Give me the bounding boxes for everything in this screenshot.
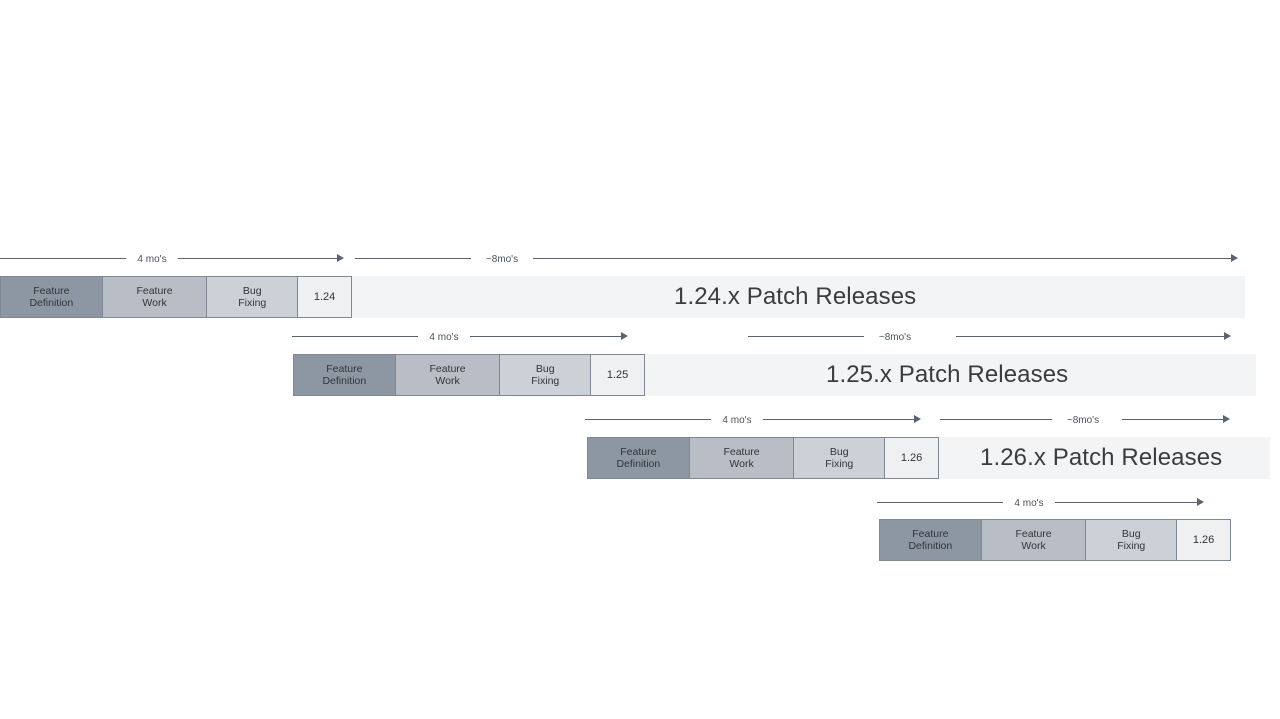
phase-feature-work-2[interactable]: Feature Work: [395, 355, 501, 395]
duration-label-patch-1: ~8mo's: [485, 254, 519, 265]
arrow-head-icon: [337, 254, 344, 262]
version-box-3[interactable]: 1.26: [885, 438, 938, 478]
duration-label-patch-3: ~8mo's: [1066, 415, 1100, 426]
phase-label-line2: Work: [142, 297, 167, 309]
phase-group-2: Feature Definition Feature Work Bug Fixi…: [293, 354, 645, 396]
phase-label-line2: Definition: [908, 540, 953, 552]
phase-feature-work-3[interactable]: Feature Work: [689, 438, 795, 478]
measure-line-right: [956, 336, 1225, 337]
duration-measure-patch-3: ~8mo's: [940, 411, 1240, 429]
measure-line-right: [763, 419, 915, 420]
phase-label-line1: Feature: [136, 284, 173, 297]
duration-label-dev-4: 4 mo's: [1014, 498, 1044, 509]
phase-label-line2: Definition: [29, 297, 74, 309]
measure-line-right: [1122, 419, 1224, 420]
measure-line-left: [940, 419, 1052, 420]
phase-feature-work-1[interactable]: Feature Work: [102, 277, 208, 317]
phase-label-line2: Definition: [616, 458, 661, 470]
duration-measure-dev-4: 4 mo's: [877, 494, 1211, 512]
arrow-head-icon: [1223, 415, 1230, 423]
phase-label-line2: Work: [1021, 540, 1046, 552]
phase-label-line2: Definition: [322, 375, 367, 387]
phase-group-4: Feature Definition Feature Work Bug Fixi…: [879, 519, 1231, 561]
duration-measure-patch-1: ~8mo's: [355, 250, 1240, 268]
arrow-head-icon: [1197, 498, 1204, 506]
arrow-head-icon: [914, 415, 921, 423]
measure-line-left: [748, 336, 864, 337]
phase-label-line1: Feature: [723, 445, 760, 458]
phase-feature-work-4[interactable]: Feature Work: [981, 520, 1087, 560]
phase-label-line2: Fixing: [238, 297, 267, 309]
phase-label-line1: Feature: [33, 284, 70, 297]
measure-line-left: [0, 258, 126, 259]
phase-label-line2: Fixing: [825, 458, 854, 470]
phase-label-line1: Feature: [429, 362, 466, 375]
phase-label-line1: Bug: [535, 362, 555, 375]
phase-label-line1: Bug: [829, 445, 849, 458]
version-box-2[interactable]: 1.25: [591, 355, 644, 395]
duration-measure-dev-3: 4 mo's: [585, 411, 931, 429]
measure-line-left: [292, 336, 418, 337]
arrow-head-icon: [621, 332, 628, 340]
measure-line-left: [585, 419, 711, 420]
duration-label-patch-2: ~8mo's: [878, 332, 912, 343]
patch-release-label-2: 1.25.x Patch Releases: [826, 361, 1069, 388]
duration-label-dev-1: 4 mo's: [137, 254, 167, 265]
patch-release-bar-2: 1.25.x Patch Releases: [590, 354, 1256, 396]
duration-label-dev-3: 4 mo's: [722, 415, 752, 426]
measure-line-left: [355, 258, 471, 259]
duration-label-dev-2: 4 mo's: [429, 332, 459, 343]
phase-label-line2: Work: [435, 375, 460, 387]
phase-label-line2: Work: [729, 458, 754, 470]
measure-line-left: [877, 502, 1003, 503]
measure-line-right: [470, 336, 622, 337]
arrow-head-icon: [1231, 254, 1238, 262]
phase-label-line1: Feature: [912, 527, 949, 540]
patch-release-label-3: 1.26.x Patch Releases: [980, 444, 1223, 471]
phase-bug-fixing-1[interactable]: Bug Fixing: [207, 277, 299, 317]
phase-label-line2: Fixing: [531, 375, 560, 387]
measure-line-right: [178, 258, 338, 259]
phase-label-line2: Fixing: [1117, 540, 1146, 552]
arrow-head-icon: [1224, 332, 1231, 340]
phase-label-line1: Feature: [620, 445, 657, 458]
phase-feature-definition-4[interactable]: Feature Definition: [880, 520, 982, 560]
phase-feature-definition-3[interactable]: Feature Definition: [588, 438, 690, 478]
phase-feature-definition-1[interactable]: Feature Definition: [1, 277, 103, 317]
measure-line-right: [1055, 502, 1198, 503]
phase-label-line1: Feature: [326, 362, 363, 375]
patch-release-bar-3: 1.26.x Patch Releases: [884, 437, 1270, 479]
phase-bug-fixing-4[interactable]: Bug Fixing: [1086, 520, 1178, 560]
phase-label-line1: Feature: [1015, 527, 1052, 540]
phase-bug-fixing-3[interactable]: Bug Fixing: [794, 438, 886, 478]
duration-measure-patch-2: ~8mo's: [748, 328, 1240, 346]
version-box-4[interactable]: 1.26: [1177, 520, 1230, 560]
phase-bug-fixing-2[interactable]: Bug Fixing: [500, 355, 592, 395]
phase-label-line1: Bug: [1121, 527, 1141, 540]
phase-label-line1: Bug: [242, 284, 262, 297]
patch-release-bar-1: 1.24.x Patch Releases: [297, 276, 1245, 318]
measure-line-right: [533, 258, 1232, 259]
duration-measure-dev-1: 4 mo's: [0, 250, 346, 268]
phase-feature-definition-2[interactable]: Feature Definition: [294, 355, 396, 395]
patch-release-label-1: 1.24.x Patch Releases: [674, 283, 917, 310]
phase-group-1: Feature Definition Feature Work Bug Fixi…: [0, 276, 352, 318]
duration-measure-dev-2: 4 mo's: [292, 328, 638, 346]
version-box-1[interactable]: 1.24: [298, 277, 351, 317]
phase-group-3: Feature Definition Feature Work Bug Fixi…: [587, 437, 939, 479]
